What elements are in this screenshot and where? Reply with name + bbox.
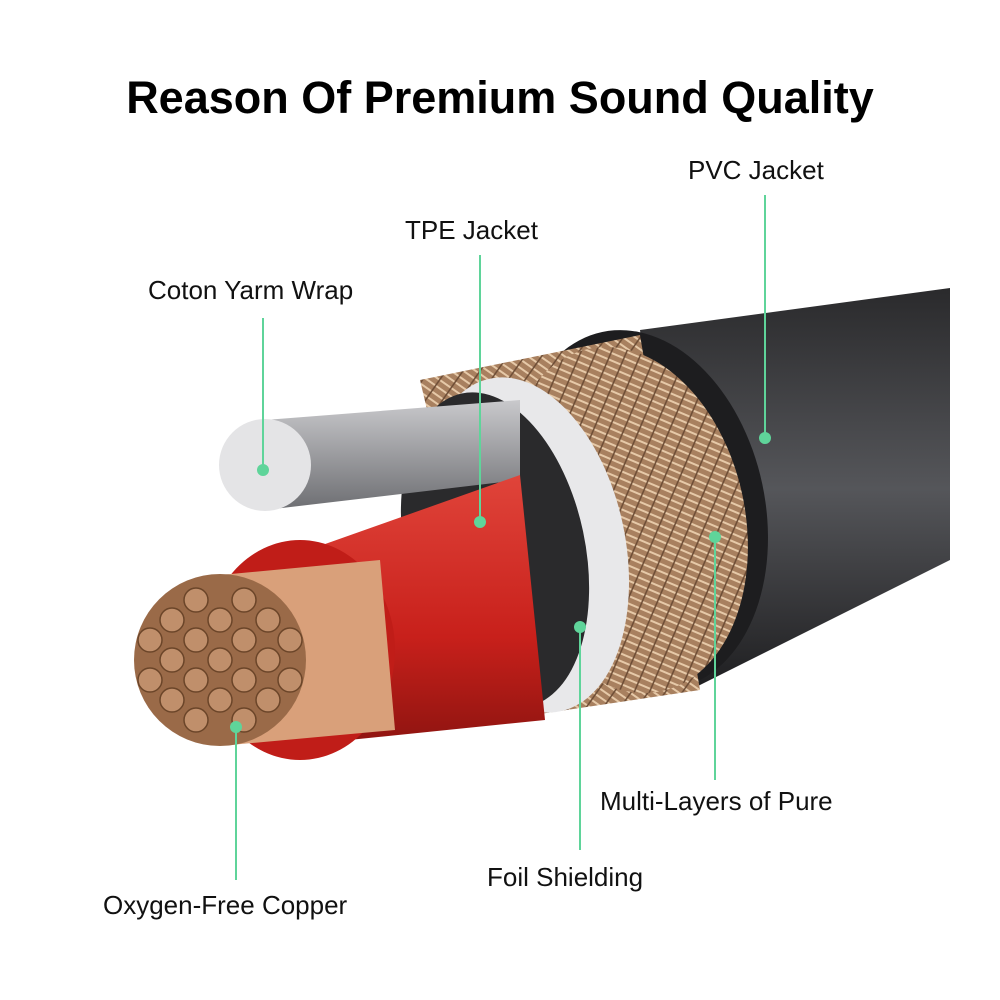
copper-conductor [134, 560, 395, 746]
page-title: Reason Of Premium Sound Quality [126, 72, 874, 123]
label-multi-layers: Multi-Layers of Pure [600, 786, 833, 816]
label-pvc-jacket: PVC Jacket [688, 155, 824, 185]
leader-lines [230, 195, 771, 880]
label-cotton-yarn-wrap: Coton Yarm Wrap [148, 275, 354, 305]
label-foil-shielding: Foil Shielding [487, 862, 644, 892]
label-oxygen-free-copper: Oxygen-Free Copper [103, 890, 348, 920]
label-tpe-jacket: TPE Jacket [405, 215, 538, 245]
